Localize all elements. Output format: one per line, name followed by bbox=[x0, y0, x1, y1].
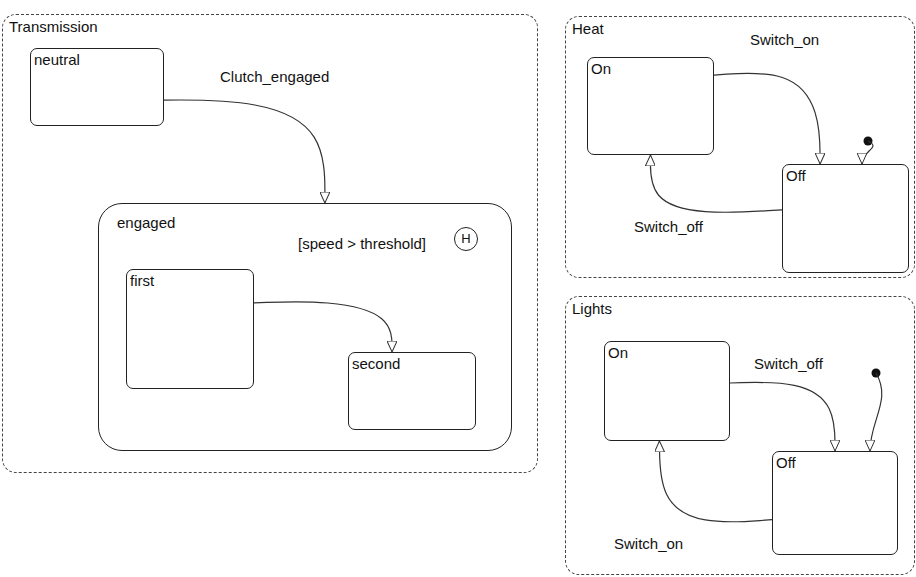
state-name: H bbox=[455, 228, 477, 250]
state-name: second bbox=[352, 355, 400, 373]
transition-label: Switch_on bbox=[748, 31, 821, 49]
default-transitions bbox=[862, 137, 882, 452]
transition-label: [speed > threshold] bbox=[296, 235, 428, 253]
connectors bbox=[164, 73, 835, 522]
state-name: Transmission bbox=[9, 18, 98, 36]
state-name: Heat bbox=[572, 20, 604, 38]
region-box: HeatOnOff bbox=[565, 16, 915, 278]
state-name: neutral bbox=[34, 51, 80, 69]
transition-label: Switch_off bbox=[632, 218, 705, 236]
history-junction: H bbox=[454, 227, 478, 251]
default-transition bbox=[862, 141, 873, 164]
transition-arrow bbox=[164, 100, 325, 203]
state-box: On bbox=[604, 341, 730, 441]
state-box: first bbox=[126, 269, 254, 389]
state-name: Off bbox=[786, 167, 806, 185]
state-name: engaged bbox=[117, 214, 175, 232]
transition-arrow bbox=[714, 73, 820, 164]
transition-label: Switch_on bbox=[612, 535, 685, 553]
transition-arrow bbox=[730, 382, 835, 451]
transition-arrow bbox=[659, 441, 772, 522]
transition-label: Clutch_engaged bbox=[218, 68, 331, 86]
transition-arrow bbox=[650, 155, 782, 212]
state-box: Off bbox=[782, 164, 909, 273]
state-box: neutral bbox=[30, 48, 164, 126]
state-box: Off bbox=[772, 451, 898, 555]
region-box: LightsOnOff bbox=[565, 296, 915, 575]
state-name: first bbox=[130, 272, 154, 290]
state-box: second bbox=[348, 352, 476, 430]
state-name: On bbox=[591, 60, 611, 78]
state-name: On bbox=[608, 344, 628, 362]
state-name: Lights bbox=[572, 300, 612, 318]
state-name: Off bbox=[776, 454, 796, 472]
default-transition bbox=[870, 373, 882, 451]
transition-label: Switch_off bbox=[752, 355, 825, 373]
state-box: On bbox=[587, 57, 714, 155]
transition-arrow bbox=[254, 302, 392, 352]
